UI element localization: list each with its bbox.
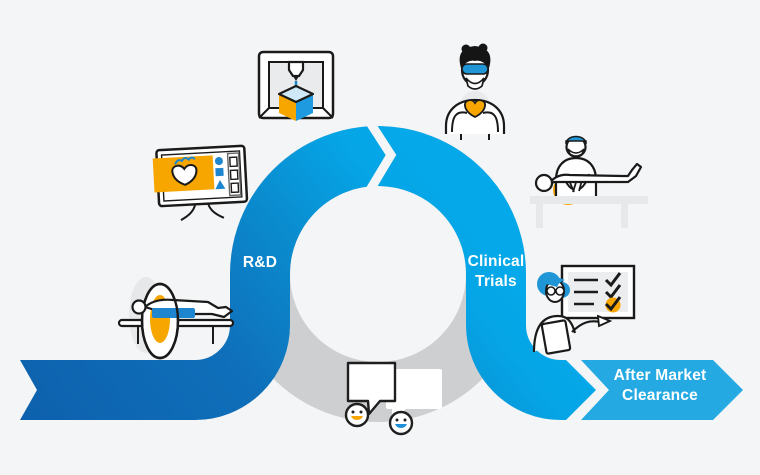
clipboard [540, 319, 572, 355]
heart-vessels [174, 156, 196, 165]
direction-chevron-icon [365, 118, 397, 193]
stage-label-clinical-trials: Clinical Trials [454, 252, 538, 291]
mri-scanner-illustration [117, 277, 235, 360]
glasses-icon [546, 286, 556, 296]
smiley-face-icon [388, 410, 414, 436]
smiley-face-icon [344, 402, 370, 428]
arms [451, 111, 499, 133]
tool-triangle [215, 180, 226, 190]
smile-yellow [351, 416, 363, 420]
stage-label-line: Clinical [467, 253, 525, 270]
blanket [152, 308, 195, 318]
stage-label-rnd: R&D [242, 254, 278, 271]
ribbon-point [560, 360, 596, 420]
tool-circle [214, 157, 223, 166]
stage-label-after-market-clearance: After Market Clearance [592, 366, 728, 405]
checkmark-icon [604, 284, 622, 300]
cad-monitor-illustration [152, 144, 249, 221]
speech-bubble-front [346, 361, 397, 416]
smile-blue [395, 424, 407, 428]
artificial-heart-icon [464, 99, 486, 119]
stage-label-line: Trials [475, 272, 517, 290]
operating-table [530, 196, 648, 204]
surgeon-operating-illustration [530, 135, 648, 228]
open-hand [596, 314, 613, 328]
patient-head [131, 299, 147, 315]
tool-square [215, 167, 224, 177]
feedback-chat-illustration [344, 361, 442, 436]
monitor-stand [180, 203, 225, 221]
speech-bubble-back [386, 369, 442, 409]
face-mask [465, 77, 485, 90]
person-holding-heart-illustration [444, 43, 506, 140]
surgeon-mask [567, 148, 585, 157]
printer-nozzle [287, 60, 305, 78]
reviewer-checklist-illustration [532, 264, 636, 355]
surgical-cap-icon [565, 135, 587, 145]
stage-label-line: After Market [613, 367, 707, 384]
patient-body [546, 162, 643, 187]
pointing-arm [571, 320, 601, 333]
ribbon-tail [20, 360, 47, 420]
printer-3d-illustration [257, 50, 335, 121]
checkmark-icon [604, 296, 622, 312]
checkmark-icon [604, 272, 622, 288]
patient-head [534, 173, 554, 193]
after-market-arrow [581, 360, 743, 420]
cube-top-face [277, 84, 315, 104]
stage-label-line: Clearance [622, 386, 698, 404]
ar-goggles-icon [461, 63, 489, 75]
ribbon-path [45, 126, 566, 420]
heart-icon [171, 164, 198, 186]
